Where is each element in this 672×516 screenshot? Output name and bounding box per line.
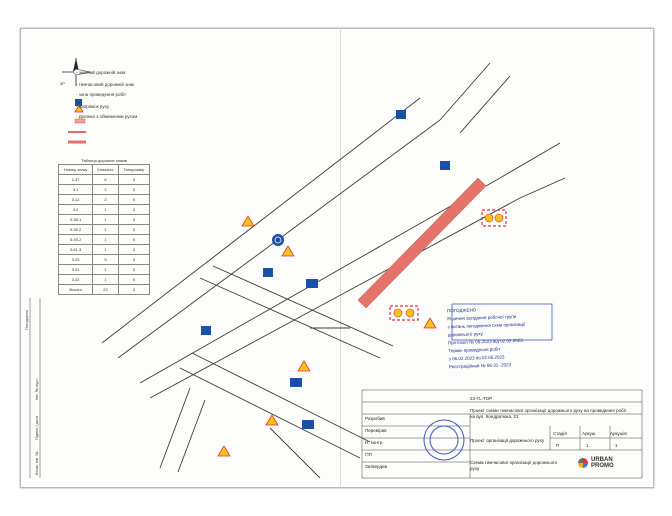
table-cell: 3.12 [57,194,94,205]
restricted-traffic-zone [357,177,487,309]
legend-item: - Ділянка з обмеженим рухом [76,114,138,119]
table-header-row: Номер знаку Кількість Типорозмір [57,164,151,175]
table-cell: ІІ [117,234,151,245]
roundabout-sign-icon [272,234,284,246]
warning-triangle-icon [74,104,437,457]
legend-item: - напрямок руху [76,104,110,109]
approval-stamp-rect [451,303,553,341]
table-cell: 5 [92,254,119,265]
table-cell: 3.25 [57,254,94,265]
legend-item: - тимчасовий дорожній знак [76,82,135,87]
tb-row: Затвердив [365,464,387,469]
table-cell: 3.32 [57,274,94,285]
work-zone-barrier-left [389,305,419,321]
table-cell: 5.45.2 [57,234,94,245]
table-cell: 1 [92,264,119,275]
table-cell: 22 [92,284,119,295]
side-label: Погоджено [24,309,29,330]
table-cell: ІІ [117,204,151,215]
sheet-fold-line [340,28,341,486]
table-cell: 2 [92,194,119,205]
urban-promo-logo-icon [578,458,588,468]
site-plan [29,58,643,479]
col-stage: Стадія [553,431,567,436]
signs-table-caption: Таблиця дорожніх знаків [81,158,127,163]
drawing-title: Схема тимчасової організації дорожнього … [470,460,558,471]
legend-item: - змінний дорожній знак [76,70,126,75]
table-cell: ІІ [117,274,151,285]
blue-info-sign-icon [75,99,450,429]
table-header: Типорозмір [117,164,151,175]
side-label: Взам. інв. № [34,451,39,475]
tb-row: Розробив [365,416,385,421]
table-cell: ІІ [117,174,151,185]
signs-table: Таблиця дорожніх знаків Номер знаку Кіль… [57,158,151,295]
val-sheets: 1 [615,443,618,448]
col-sheets: Аркушів [610,431,627,436]
table-cell: ІІ [117,244,151,255]
north-arrow-icon [62,58,91,86]
table-cell: 1 [92,244,119,255]
logo-line1: URBAN [591,457,613,463]
table-cell: 6 [92,174,119,185]
side-label: Інв. № підл. [34,378,39,400]
table-cell: ІІ [117,184,151,195]
table-cell: ІІ [117,194,151,205]
table-cell: Всього [57,284,94,295]
table-cell: ІІ [117,214,151,225]
col-sheet: Аркуш [582,431,596,436]
legend-swatches [68,118,86,144]
table-cell: 1 [92,234,119,245]
work-zone-barrier-right [481,209,507,227]
table-cell: ІІ [117,254,151,265]
table-header: Кількість [92,164,119,175]
tb-row: Перевірив [365,428,387,433]
table-cell: 1 [92,274,119,285]
table-cell: 5.35.1 [57,214,94,225]
table-cell: 1 [92,214,119,225]
table-cell: 1.37 [57,174,94,185]
side-label: Підпис і дата [34,415,39,440]
table-cell: ІІ [117,264,151,275]
table-header: Номер знаку [57,164,94,175]
table-cell: 4.2 [57,204,94,215]
table-cell: 3.1 [57,184,94,195]
project-code: 23-TL-ТОР [470,396,493,401]
table-cell: 2 [92,184,119,195]
approval-stamp-round [423,419,465,461]
project-title: Проект схеми тимчасової організації доро… [470,408,627,419]
legend-item: - зона проведення робіт [76,92,127,97]
legend-marker: 3Р [60,81,65,86]
table-cell: 1 [92,204,119,215]
table-cell: 5.61.3 [57,244,94,255]
urban-promo-logo: URBAN PROMO [591,457,614,469]
table-cell: 5.35.2 [57,224,94,235]
table-cell: 3.31 [57,264,94,275]
tb-row: Н. контр. [365,440,384,445]
sheet-title: Проект організації дорожнього руху [470,438,545,443]
val-stage: П [556,443,560,448]
table-cell: ІІ [117,284,151,295]
table-cell: ІІ [117,224,151,235]
tb-row: ГІП [365,452,372,457]
table-cell: 1 [92,224,119,235]
title-block-grid [29,298,643,479]
logo-line2: PROMO [591,463,614,469]
val-sheet: 1 [586,443,589,448]
